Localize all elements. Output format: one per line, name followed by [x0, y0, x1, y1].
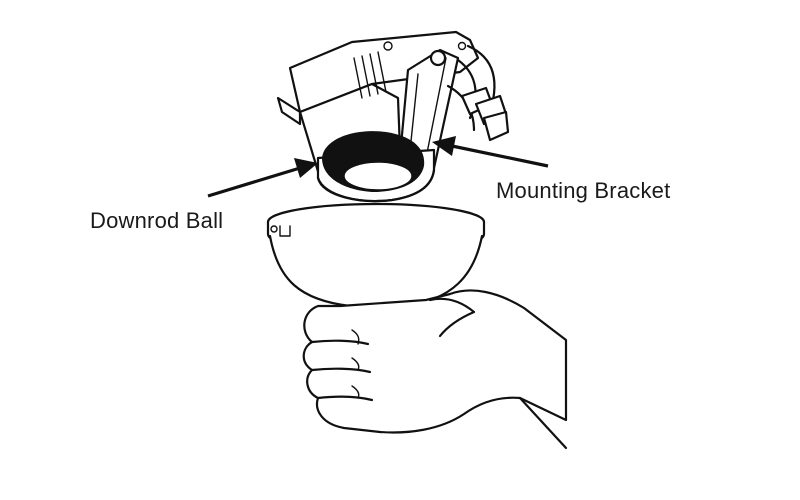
- downrod-ball-label: Downrod Ball: [90, 208, 224, 233]
- canopy: [266, 202, 486, 308]
- hand: [302, 289, 568, 450]
- mounting-bracket-label: Mounting Bracket: [496, 178, 671, 203]
- mounting-bracket-leader-arrow: [432, 136, 549, 168]
- downrod-ball: [316, 131, 436, 203]
- downrod-ball-leader-arrow: [207, 158, 318, 198]
